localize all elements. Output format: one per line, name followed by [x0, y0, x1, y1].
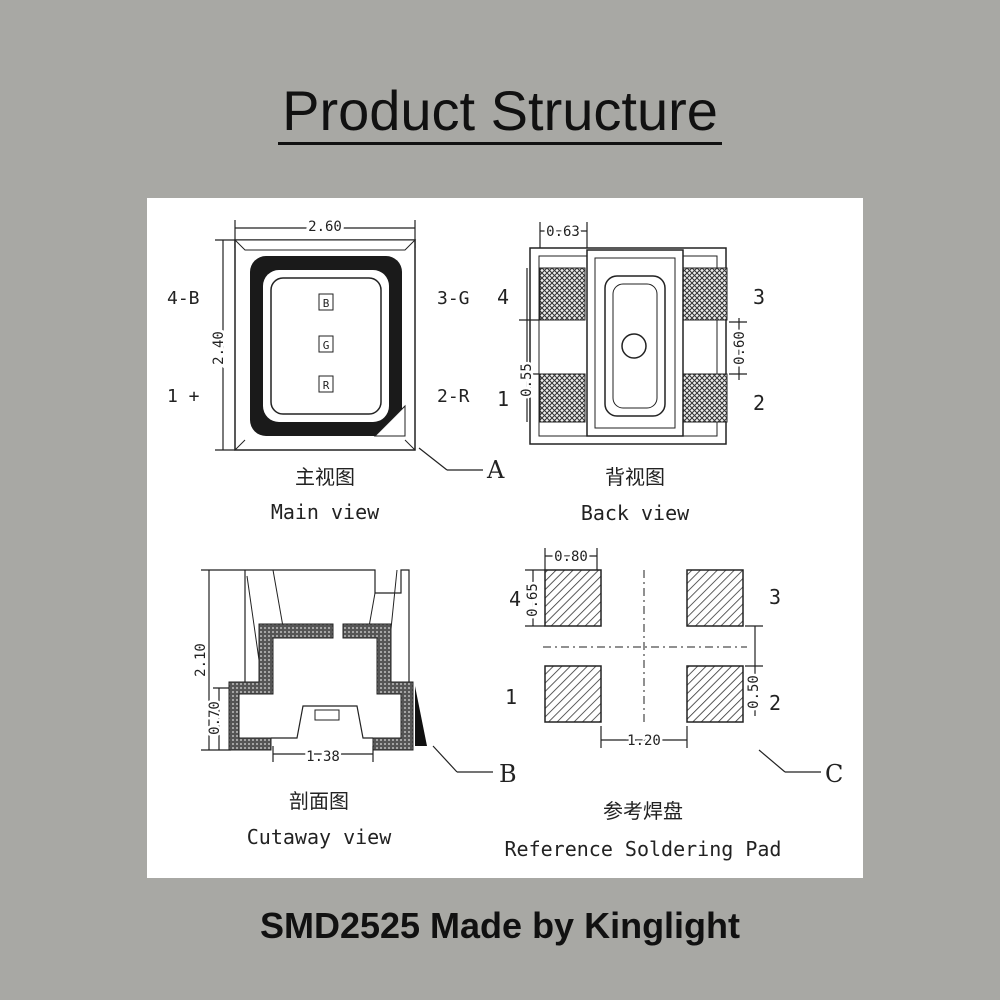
- callout-b: B: [499, 760, 517, 788]
- back-dim-right: 0.60: [732, 331, 748, 365]
- callout-c: C: [825, 760, 843, 788]
- main-pin-3: 3-G: [437, 288, 470, 309]
- main-pin-4: 4-B: [167, 288, 200, 309]
- pad-dim-width: 0.80: [554, 549, 588, 565]
- drawing-svg: 2.60 2.40 B G R 4-B 3-G 1 + 2-R A 主视图: [167, 216, 844, 862]
- main-height-dim: 2.40: [211, 331, 227, 365]
- main-caption-en: Main view: [271, 500, 380, 524]
- pad-dim-height: 0.65: [525, 583, 541, 617]
- back-dim-top: 0.63: [546, 224, 580, 240]
- back-pin-3: 3: [753, 285, 765, 309]
- back-caption-en: Back view: [581, 501, 690, 525]
- chip-g-label: G: [323, 339, 330, 352]
- main-view: 2.60 2.40 B G R 4-B 3-G 1 + 2-R A 主视图: [167, 216, 505, 524]
- chip-b-label: B: [323, 297, 330, 310]
- pad-pin-2: 2: [769, 691, 781, 715]
- cut-dim-base: 0.70: [207, 701, 223, 735]
- cut-caption-en: Cutaway view: [247, 825, 392, 849]
- back-pin-2: 2: [753, 391, 765, 415]
- page-title-text: Product Structure: [278, 79, 722, 145]
- chip-r-label: R: [323, 379, 330, 392]
- main-pin-1: 1 +: [167, 386, 200, 407]
- page-title: Product Structure: [0, 78, 1000, 145]
- cut-caption-cn: 剖面图: [289, 789, 349, 813]
- pad-pin-1: 1: [505, 685, 517, 709]
- main-pin-2: 2-R: [437, 386, 470, 407]
- pad-dim-gap-h: 1.20: [627, 733, 661, 749]
- pad-view: 0.80 0.65 0.50 1.20 4 3 1 2 C 参考焊盘: [505, 547, 844, 862]
- back-pin-1: 1: [497, 387, 509, 411]
- main-caption-cn: 主视图: [295, 465, 355, 489]
- cutaway-view: 2.10 0.70 1.38 B 剖面图 Cutaway view: [191, 569, 517, 849]
- back-pin-4: 4: [497, 285, 509, 309]
- callout-a: A: [486, 456, 505, 484]
- back-caption-cn: 背视图: [605, 465, 665, 489]
- back-view: 0.63 0.55 0.60 4 3 1 2 背视图 Back view: [497, 222, 765, 526]
- pad-pin-4: 4: [509, 587, 521, 611]
- pad-pin-3: 3: [769, 585, 781, 609]
- drawing-panel: 2.60 2.40 B G R 4-B 3-G 1 + 2-R A 主视图: [147, 198, 863, 878]
- footer-text: SMD2525 Made by Kinglight: [259, 905, 741, 946]
- main-width-dim: 2.60: [308, 219, 342, 235]
- back-dim-left: 0.55: [519, 363, 535, 397]
- pad-dim-gap-v: 0.50: [746, 675, 762, 709]
- cut-dim-width: 1.38: [306, 749, 340, 765]
- pad-caption-en: Reference Soldering Pad: [505, 837, 782, 861]
- pad-caption-cn: 参考焊盘: [603, 799, 683, 823]
- cut-dim-height: 2.10: [193, 643, 209, 677]
